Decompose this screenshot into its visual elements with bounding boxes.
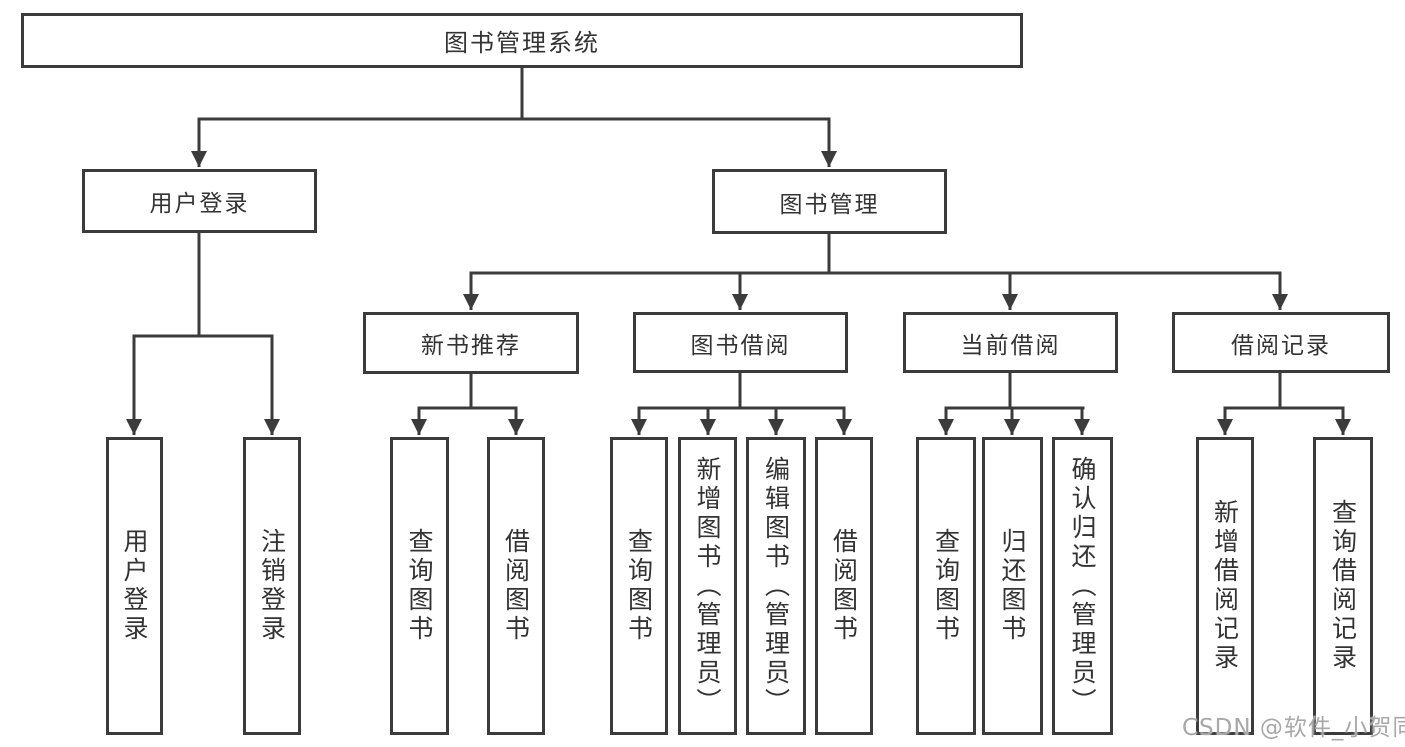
leaf-label: 归还图书 xyxy=(998,528,1027,644)
leaf-label: 注销登录 xyxy=(257,528,287,644)
node-label: 新书推荐 xyxy=(421,333,521,359)
leaf-label: 确认归还（管理员） xyxy=(1068,455,1097,717)
leaf-label: 查询图书 xyxy=(624,528,654,644)
leaf-label: 查询借阅记录 xyxy=(1328,499,1358,673)
leaf-label: 编辑图书（管理员） xyxy=(761,455,791,717)
leaf-add-borrow-record: 新增借阅记录 xyxy=(1196,437,1254,735)
leaf-label: 新增图书（管理员） xyxy=(693,455,722,717)
leaf-query-books: 查询图书 xyxy=(610,437,668,735)
leaf-query-books: 查询图书 xyxy=(390,437,449,735)
node-label: 图书借阅 xyxy=(690,332,791,359)
node-current-borrow: 当前借阅 xyxy=(903,312,1118,373)
leaf-user-login: 用户登录 xyxy=(106,437,163,735)
leaf-label: 借阅图书 xyxy=(501,528,531,644)
leaf-borrow-books: 借阅图书 xyxy=(815,437,873,735)
leaf-label: 用户登录 xyxy=(120,528,149,644)
leaf-label: 查询图书 xyxy=(405,528,434,644)
leaf-return-books: 归还图书 xyxy=(982,437,1043,735)
leaf-query-borrow-record: 查询借阅记录 xyxy=(1313,437,1373,735)
leaf-borrow-books: 借阅图书 xyxy=(487,437,545,735)
leaf-label: 借阅图书 xyxy=(829,528,859,644)
node-label: 借阅记录 xyxy=(1231,332,1331,359)
node-new-book-recommend: 新书推荐 xyxy=(363,312,579,374)
node-label: 图书管理系统 xyxy=(444,29,600,57)
csdn-watermark: CSDN @软件_小贺同学 xyxy=(1182,715,1405,741)
leaf-confirm-return-admin: 确认归还（管理员） xyxy=(1052,437,1113,735)
node-library-management-system: 图书管理系统 xyxy=(21,13,1023,68)
node-label: 图书管理 xyxy=(779,191,880,218)
leaf-label: 新增借阅记录 xyxy=(1210,499,1240,673)
node-book-management: 图书管理 xyxy=(712,169,947,234)
leaf-query-books: 查询图书 xyxy=(916,437,976,735)
node-label: 用户登录 xyxy=(149,191,250,217)
leaf-label: 查询图书 xyxy=(931,528,961,644)
leaf-edit-books-admin: 编辑图书（管理员） xyxy=(746,437,806,735)
node-label: 当前借阅 xyxy=(960,332,1061,359)
node-book-borrow: 图书借阅 xyxy=(633,312,848,373)
leaf-add-books-admin: 新增图书（管理员） xyxy=(678,437,737,735)
node-borrow-records: 借阅记录 xyxy=(1172,312,1390,373)
node-user-login: 用户登录 xyxy=(82,169,317,233)
leaf-logout: 注销登录 xyxy=(243,437,301,735)
